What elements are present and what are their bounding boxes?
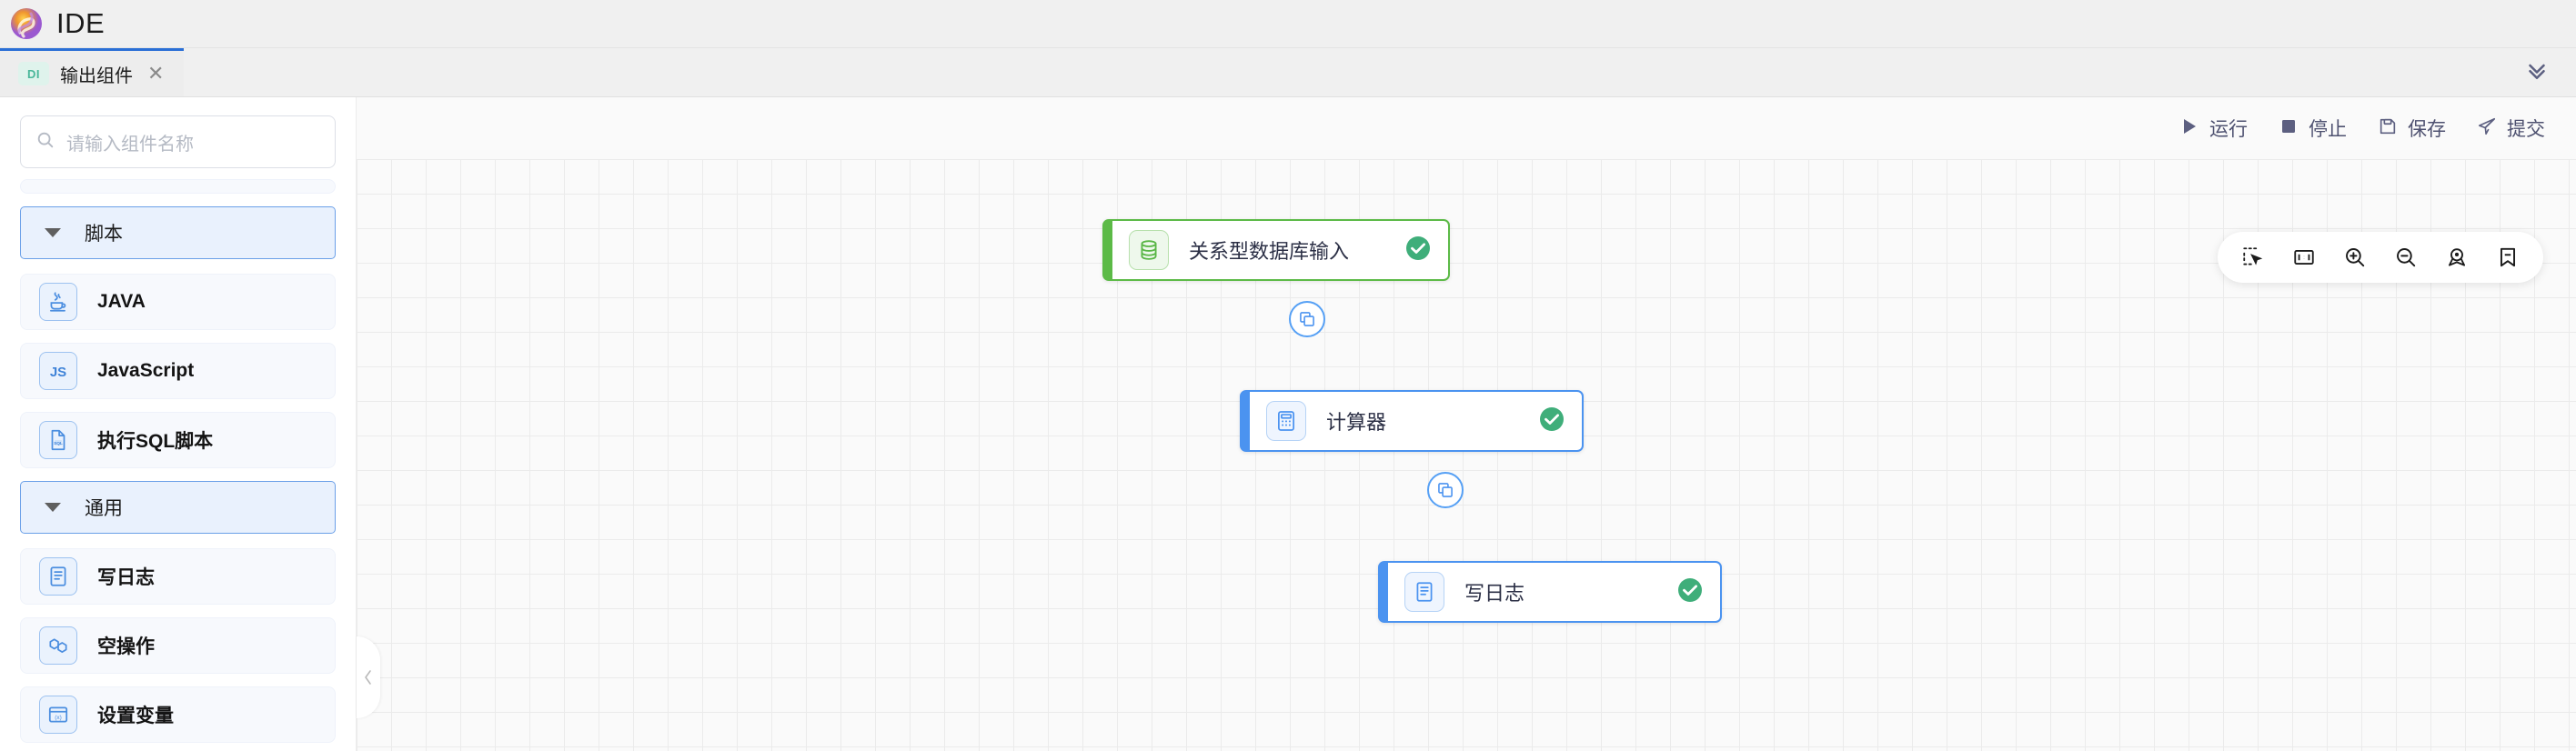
set-variable-icon: (x) bbox=[39, 696, 77, 734]
group-header-script[interactable]: 脚本 bbox=[20, 206, 336, 259]
component-sidebar: 请输入组件名称 脚本 JAVA bbox=[0, 97, 357, 751]
select-marquee-icon[interactable] bbox=[2241, 245, 2265, 269]
chevrons-down-icon[interactable] bbox=[2523, 56, 2551, 88]
flow-node-write-log[interactable]: 写日志 bbox=[1378, 561, 1722, 623]
tab-badge-di: DI bbox=[18, 62, 49, 85]
search-icon bbox=[35, 130, 55, 155]
caret-down-icon bbox=[45, 503, 61, 512]
tab-output-component[interactable]: DI 输出组件 ✕ bbox=[0, 48, 185, 96]
node-title: 关系型数据库输入 bbox=[1189, 240, 1350, 263]
java-icon bbox=[39, 283, 77, 321]
log-document-icon bbox=[39, 557, 77, 596]
zoom-out-icon[interactable] bbox=[2394, 245, 2418, 269]
stop-button[interactable]: 停止 bbox=[2279, 115, 2347, 142]
log-document-icon bbox=[1404, 572, 1444, 612]
edge-badge-copy-2[interactable] bbox=[1427, 472, 1464, 508]
send-plane-icon bbox=[2477, 116, 2497, 141]
calculator-icon bbox=[1266, 401, 1306, 441]
run-button[interactable]: 运行 bbox=[2179, 115, 2248, 142]
zoom-in-icon[interactable] bbox=[2343, 245, 2367, 269]
group-label: 通用 bbox=[85, 498, 123, 519]
stop-square-icon bbox=[2279, 116, 2299, 141]
partial-item-above bbox=[20, 179, 336, 194]
tab-bar-right-actions bbox=[2523, 48, 2576, 96]
component-item-exec-sql[interactable]: SQL 执行SQL脚本 bbox=[20, 412, 336, 468]
component-label: JavaScript bbox=[97, 360, 195, 381]
check-success-icon bbox=[1538, 406, 1565, 437]
bookmark-icon[interactable] bbox=[2496, 245, 2520, 269]
search-input[interactable]: 请输入组件名称 bbox=[20, 115, 336, 168]
component-item-write-log[interactable]: 写日志 bbox=[20, 548, 336, 605]
svg-text:SQL: SQL bbox=[54, 441, 63, 446]
component-item-java[interactable]: JAVA bbox=[20, 274, 336, 330]
check-success-icon bbox=[1676, 576, 1704, 608]
database-icon bbox=[1129, 230, 1169, 270]
hexagons-icon bbox=[39, 626, 77, 665]
edge-badge-copy-1[interactable] bbox=[1289, 301, 1325, 337]
component-label: 设置变量 bbox=[97, 706, 174, 726]
locate-icon[interactable] bbox=[2445, 245, 2469, 269]
node-title: 写日志 bbox=[1464, 582, 1525, 605]
run-label: 运行 bbox=[2209, 119, 2248, 140]
edge-layer bbox=[357, 159, 629, 295]
svg-text:(x): (x) bbox=[55, 715, 62, 721]
submit-button[interactable]: 提交 bbox=[2477, 115, 2545, 142]
flow-canvas[interactable]: 运行 停止 保存 bbox=[357, 97, 2576, 751]
save-floppy-icon bbox=[2378, 116, 2398, 141]
component-label: 空操作 bbox=[97, 636, 155, 657]
caret-down-icon bbox=[45, 228, 61, 237]
javascript-icon: JS bbox=[39, 352, 77, 390]
main-body: 请输入组件名称 脚本 JAVA bbox=[0, 97, 2576, 751]
tab-bar: DI 输出组件 ✕ bbox=[0, 48, 2576, 97]
title-bar: IDE bbox=[0, 0, 2576, 48]
svg-text:JS: JS bbox=[50, 365, 66, 380]
group-header-general[interactable]: 通用 bbox=[20, 481, 336, 534]
component-item-no-op[interactable]: 空操作 bbox=[20, 617, 336, 674]
tab-label: 输出组件 bbox=[60, 65, 133, 86]
component-label: 执行SQL脚本 bbox=[97, 431, 214, 452]
component-item-javascript[interactable]: JS JavaScript bbox=[20, 343, 336, 399]
swirl-logo-icon bbox=[9, 6, 44, 41]
component-list[interactable]: 脚本 JAVA JS bbox=[0, 175, 356, 751]
app-title: IDE bbox=[56, 7, 106, 39]
canvas-tool-palette bbox=[2218, 232, 2543, 283]
submit-label: 提交 bbox=[2507, 119, 2545, 140]
group-label: 脚本 bbox=[85, 224, 123, 245]
save-button[interactable]: 保存 bbox=[2378, 115, 2446, 142]
fit-one-to-one-icon[interactable] bbox=[2292, 245, 2316, 269]
save-label: 保存 bbox=[2408, 119, 2446, 140]
sql-file-icon: SQL bbox=[39, 421, 77, 459]
component-label: 写日志 bbox=[97, 567, 155, 588]
check-success-icon bbox=[1404, 235, 1432, 266]
play-icon bbox=[2179, 116, 2199, 141]
component-label: JAVA bbox=[97, 291, 146, 312]
component-item-set-variable[interactable]: (x) 设置变量 bbox=[20, 686, 336, 743]
search-placeholder: 请输入组件名称 bbox=[66, 134, 194, 155]
search-area: 请输入组件名称 bbox=[0, 97, 356, 175]
stop-label: 停止 bbox=[2309, 119, 2347, 140]
sidebar-collapse-handle[interactable] bbox=[357, 636, 380, 718]
node-title: 计算器 bbox=[1326, 411, 1387, 434]
flow-node-calculator[interactable]: 计算器 bbox=[1240, 390, 1584, 452]
canvas-grid[interactable]: 关系型数据库输入 bbox=[357, 159, 2576, 751]
flow-toolbar: 运行 停止 保存 bbox=[357, 97, 2576, 159]
flow-node-relational-db-input[interactable]: 关系型数据库输入 bbox=[1102, 219, 1450, 281]
close-icon[interactable]: ✕ bbox=[147, 62, 165, 85]
